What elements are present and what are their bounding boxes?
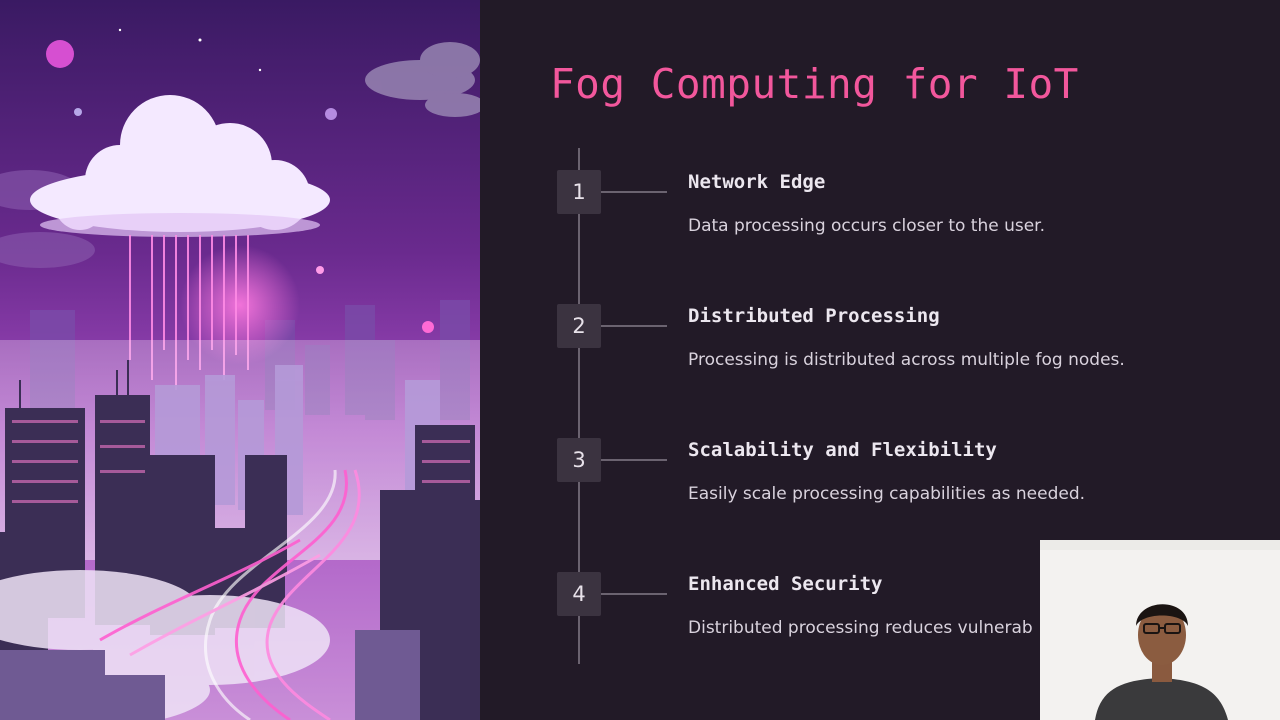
step-connector-2 bbox=[601, 325, 667, 327]
slide-title: Fog Computing for IoT bbox=[550, 60, 1079, 108]
step-number-badge-3: 3 bbox=[557, 438, 601, 482]
step-title-2: Distributed Processing bbox=[688, 305, 940, 327]
step-title-4: Enhanced Security bbox=[688, 573, 883, 595]
step-number-badge-4: 4 bbox=[557, 572, 601, 616]
step-description-1: Data processing occurs closer to the use… bbox=[688, 216, 1046, 236]
city-cloud-illustration bbox=[0, 0, 480, 720]
step-number-badge-1: 1 bbox=[557, 170, 601, 214]
step-number-badge-2: 2 bbox=[557, 304, 601, 348]
step-connector-1 bbox=[601, 191, 667, 193]
step-description-4: Distributed processing reduces vulnerab bbox=[688, 618, 1033, 638]
presenter-webcam bbox=[1040, 540, 1280, 720]
timeline-line bbox=[578, 148, 580, 664]
step-title-1: Network Edge bbox=[688, 171, 826, 193]
step-connector-3 bbox=[601, 459, 667, 461]
step-title-3: Scalability and Flexibility bbox=[688, 439, 997, 461]
step-description-3: Easily scale processing capabilities as … bbox=[688, 484, 1086, 504]
step-description-2: Processing is distributed across multipl… bbox=[688, 350, 1125, 370]
step-connector-4 bbox=[601, 593, 667, 595]
